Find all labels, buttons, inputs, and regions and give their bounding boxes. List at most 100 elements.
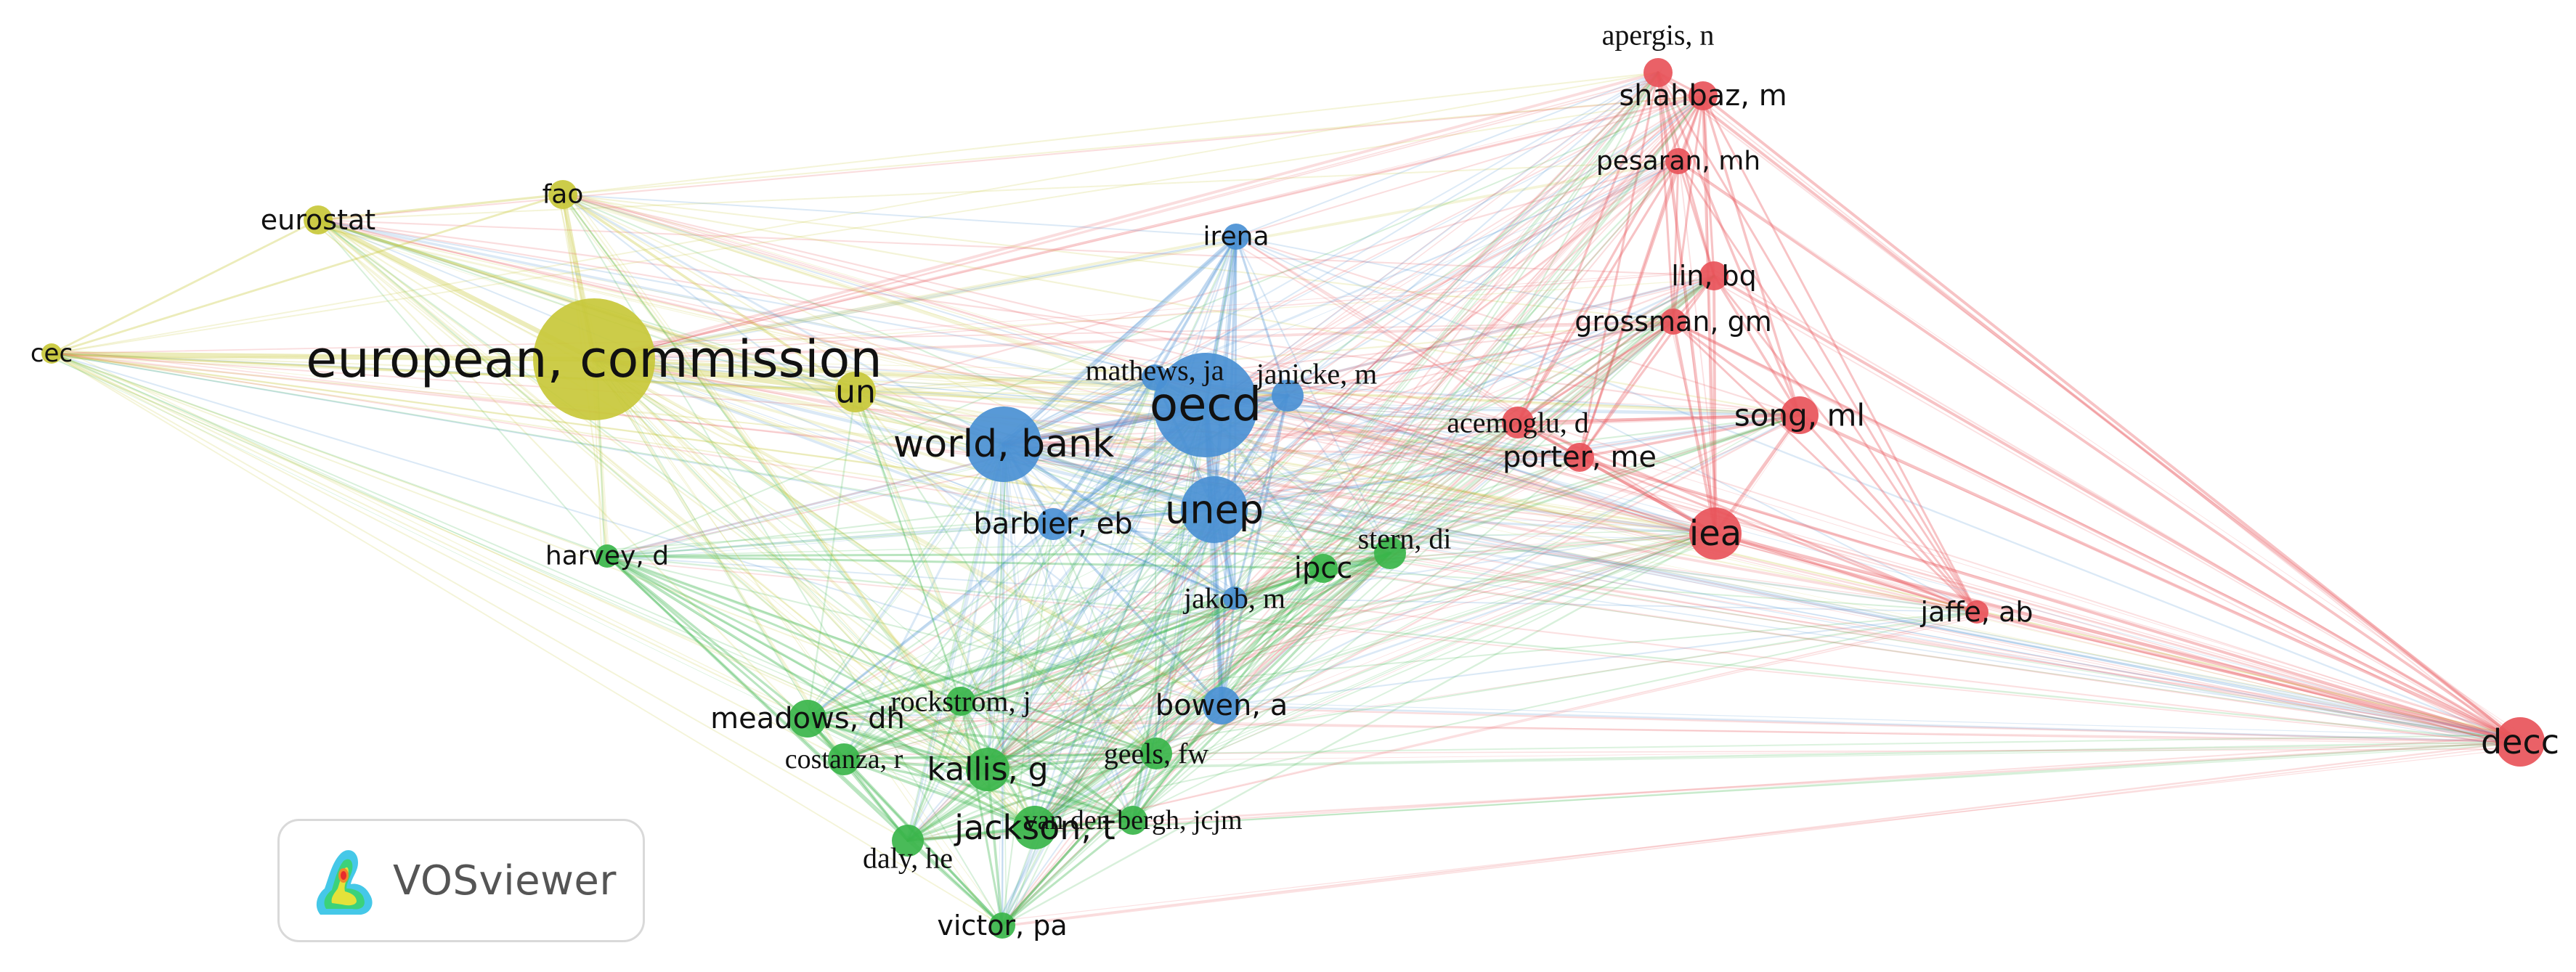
edge-jackson-t-iea-extra [1039,528,1712,831]
edge-jackson-t-apergis-n-extra [1035,71,1662,831]
edge-iea-irena-extra [1230,241,1715,533]
edge-acemoglu-d-iea [1516,420,1718,536]
edge-kallis-g-lin-bq-extra [988,269,1708,766]
node-rockstrom-j[interactable] [946,687,975,716]
node-mathews-ja[interactable] [1142,364,1168,391]
node-acemoglu-d[interactable] [1502,407,1534,438]
node-oecd[interactable] [1153,353,1258,457]
node-shahbaz-m[interactable] [1689,81,1718,110]
edge-unep-lin-bq-extra [1220,280,1714,510]
node-european-commission[interactable] [533,298,655,420]
edge-kallis-g-jakob-m-extra [989,600,1242,774]
edge-bowen-a-grossman-gm [1220,320,1675,707]
edge-cec-stern-di [51,353,1391,554]
node-unep[interactable] [1181,476,1248,543]
node-cec[interactable] [41,343,62,364]
edge-costanza-r-jackson-t [842,758,1036,829]
node-barbier-eb[interactable] [1037,508,1069,540]
edge-janicke-m-apergis-n [1286,71,1659,397]
edge-song-ml-stern-di [1389,414,1801,555]
edge-kallis-g-oecd-extra [986,408,1209,772]
edge-unep-pesaran-mh [1213,160,1680,511]
edge-cec-victor-pa [51,353,1003,926]
edge-pesaran-mh-jaffe-ab [1677,160,1978,613]
edge-kallis-g-fao-extra [568,188,989,769]
node-eurostat[interactable] [304,205,333,234]
node-fao[interactable] [548,180,577,209]
edge-pesaran-mh-porter-me [1578,160,1680,459]
node-grossman-gm[interactable] [1660,309,1686,335]
edge-jackson-t-shahbaz-m-extra [1027,97,1708,834]
edge-iea-jaffe-ab-extra [1709,526,1974,619]
node-pesaran-mh[interactable] [1665,148,1691,174]
node-bowen-a[interactable] [1203,687,1240,724]
edge-decc-janicke-m-extra [1293,396,2520,749]
node-lin-bq[interactable] [1699,261,1728,290]
edge-grossman-gm-porter-me [1578,320,1675,459]
node-iea[interactable] [1689,507,1742,560]
edge-iea-cec-extra [49,348,1710,541]
edge-decc-stern-di-extra [1394,556,2524,736]
node-ipcc[interactable] [1309,554,1338,583]
node-costanza-r[interactable] [828,743,860,775]
edge-oecd-rockstrom-j [959,404,1207,703]
edge-iea-decc [1713,531,2522,744]
edge-unep-daly-he-extra [912,515,1208,838]
node-decc[interactable] [2495,717,2545,767]
edge-janicke-m-iea [1286,394,1717,535]
label-mathews-ja: mathews, ja [1085,354,1224,387]
node-meadows-dh[interactable] [789,700,826,738]
edge-pesaran-mh-lin-bq [1677,160,1715,277]
node-jackson-t[interactable] [1013,806,1057,849]
edge-decc-unep-extra [1218,509,2519,750]
node-jaffe-ab[interactable] [1965,600,1988,624]
label-oecd: oecd [1150,378,1261,432]
edge-un-rockstrom-j [854,391,962,703]
edge-eurostat-world-bank [317,219,1005,446]
edge-european-commission-world-bank [592,357,1006,446]
edge-unep-kallis-g-extra [990,515,1221,768]
edge-shahbaz-m-decc [1702,94,2522,743]
edge-oecd-shahbaz-m-extra [1212,98,1707,402]
edge-unep-geels-fw-extra [1150,510,1209,753]
edge-apergis-n-jackson-t [1033,71,1659,829]
node-un[interactable] [835,372,876,412]
node-harvey-d[interactable] [596,544,619,568]
edge-pesaran-mh-acemoglu-d [1516,160,1680,424]
node-daly-he[interactable] [892,825,924,857]
edge-oecd-rockstrom-j-extra [967,407,1206,700]
edge-iea-european-commission-extra [600,358,1716,536]
edge-cec-costanza-r [51,353,845,760]
edge-oecd-pesaran-mh-extra [1210,155,1675,400]
node-van-den-bergh-jcjm[interactable] [1118,806,1147,835]
network-nodes [41,58,2545,939]
node-victor-pa[interactable] [989,912,1015,939]
edge-european-commission-oecd-extra [588,354,1200,401]
node-geels-fw[interactable] [1140,738,1172,769]
edge-world-bank-song-ml-extra [1005,412,1795,449]
edge-decc-lin-bq-extra [1707,277,2522,746]
node-jakob-m[interactable] [1223,587,1246,610]
edge-meadows-dh-jackson-t [806,717,1036,829]
edge-eurostat-kallis-g [317,219,989,771]
node-irena[interactable] [1223,224,1249,250]
edge-iea-costanza-r-extra [842,531,1723,756]
edge-eurostat-jackson-t [317,219,1036,829]
node-stern-di[interactable] [1374,537,1406,569]
edge-barbier-eb-geels-fw [1052,523,1158,755]
node-song-ml[interactable] [1781,396,1819,434]
edge-bowen-a-song-ml [1220,414,1801,707]
edge-jaffe-ab-decc [1975,610,2522,743]
node-porter-me[interactable] [1565,443,1594,472]
edge-barbier-eb-bowen-a [1052,523,1223,707]
edge-mathews-ja-jaffe-ab [1154,377,1978,613]
label-meadows-dh: meadows, dh [710,702,905,735]
vosviewer-logo: VOSviewer [277,819,645,942]
node-janicke-m[interactable] [1272,380,1304,412]
edge-shahbaz-m-geels-fw [1155,94,1705,755]
node-world-bank[interactable] [966,407,1041,482]
edge-apergis-n-kallis-g [986,71,1659,771]
edge-jaffe-ab-ipcc [1322,568,1978,613]
node-apergis-n[interactable] [1643,58,1673,87]
node-kallis-g[interactable] [966,748,1009,791]
